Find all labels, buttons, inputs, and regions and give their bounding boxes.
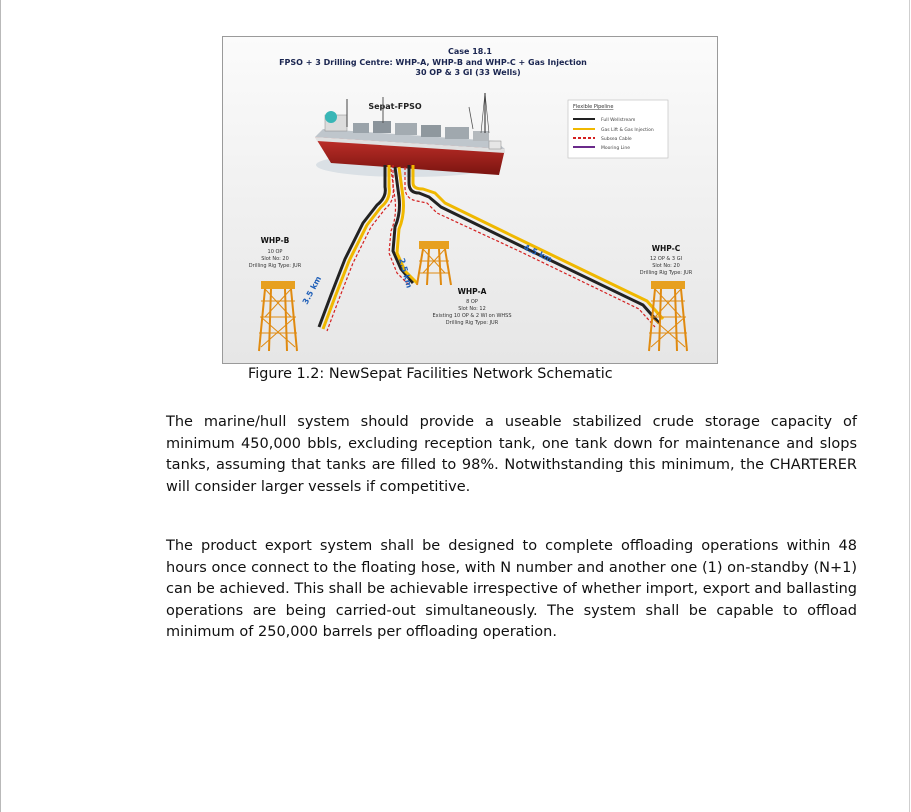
- facilities-schematic-figure: Case 18.1 FPSO + 3 Drilling Centre: WHP-…: [222, 36, 718, 364]
- whp-b-name: WHP-B: [261, 236, 290, 245]
- whp-a-detail: Drilling Rig Type: JUR: [446, 320, 499, 326]
- figure-title-line-3: 30 OP & 3 GI (33 Wells): [415, 68, 520, 77]
- figure-title-line-2: FPSO + 3 Drilling Centre: WHP-A, WHP-B a…: [279, 58, 587, 67]
- page-edge-left: [0, 0, 1, 812]
- platform-whp-a-structure: [416, 241, 452, 286]
- whp-c-detail: Drilling Rig Type: JUR: [640, 270, 693, 276]
- figure-caption: Figure 1.2: NewSepat Facilities Network …: [248, 366, 613, 382]
- whp-c-detail: Slot No: 20: [652, 263, 680, 269]
- legend-item-label: Gas Lift & Gas Injection: [601, 127, 654, 133]
- whp-a-detail: Existing 10 OP & 2 WI on WHSS: [432, 313, 511, 319]
- platform-whp-b-structure: [258, 281, 298, 352]
- legend-item-label: Subsea Cable: [601, 136, 632, 142]
- pipeline-legend: Flexible Pipeline Full Wellstream Gas Li…: [567, 99, 669, 159]
- paragraph-product-export: The product export system shall be desig…: [166, 538, 857, 641]
- vessel-label: Sepat-FPSO: [368, 102, 422, 111]
- page-edge-right: [909, 0, 910, 812]
- legend-title: Flexible Pipeline: [573, 104, 613, 110]
- platform-whp-c-structure: [648, 281, 688, 352]
- legend-item-label: Mooring Line: [601, 145, 630, 151]
- whp-b-detail: Slot No: 20: [261, 256, 289, 262]
- whp-c-name: WHP-C: [652, 244, 681, 253]
- whp-c-detail: 12 OP & 3 GI: [650, 256, 682, 262]
- whp-a-detail: Slot No: 12: [458, 306, 486, 312]
- figure-title-line-1: Case 18.1: [448, 47, 492, 56]
- legend-item-label: Full Wellstream: [601, 117, 635, 123]
- whp-a-name: WHP-A: [458, 287, 487, 296]
- whp-b-detail: 10 OP: [268, 249, 283, 255]
- pipeline-routes: [317, 165, 665, 332]
- whp-a-detail: 8 OP: [466, 299, 478, 305]
- paragraph-marine-hull: The marine/hull system should provide a …: [166, 414, 857, 495]
- whp-b-detail: Drilling Rig Type: JUR: [249, 263, 302, 269]
